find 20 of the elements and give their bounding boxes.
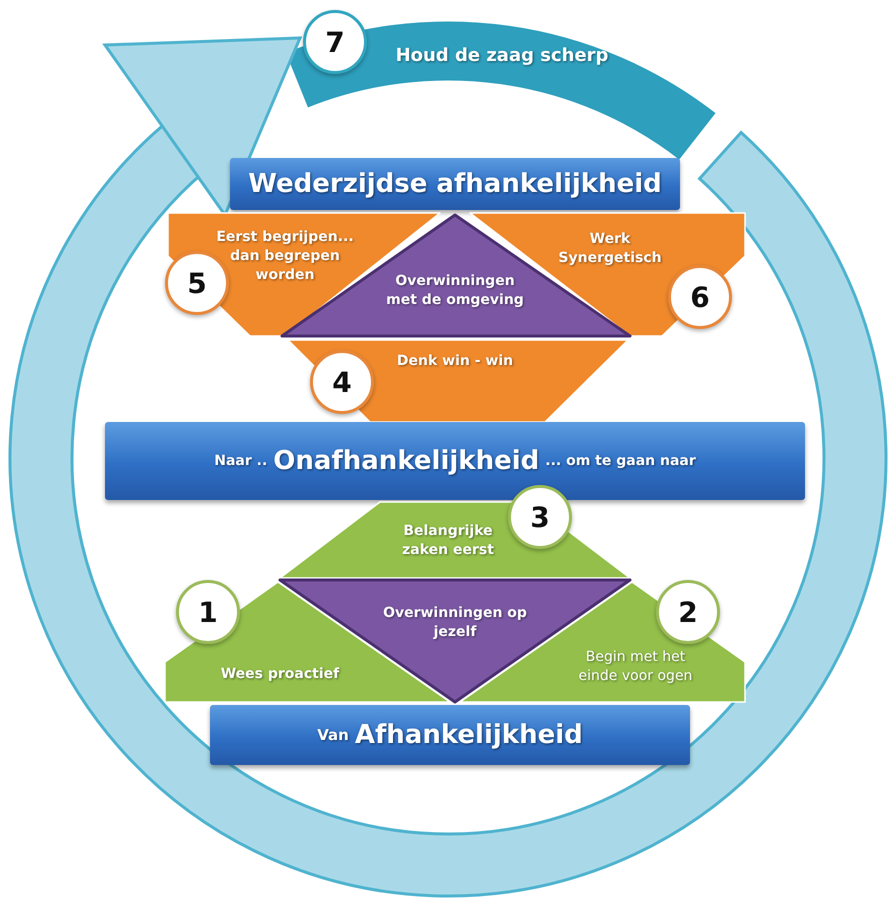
cycle-label: Houd de zaag scherp xyxy=(394,44,610,68)
level-banner xyxy=(230,158,680,210)
habit-label: Begin met het einde voor ogen xyxy=(578,648,694,686)
number-badge: 1 xyxy=(176,580,240,644)
banner-title: ... om te gaan naar xyxy=(545,453,696,469)
banner-title: Afhankelijkheid xyxy=(354,720,583,750)
banner-title: Onafhankelijkheid xyxy=(273,446,540,476)
habit-label: Belangrijke zaken eerst xyxy=(401,522,495,560)
habit-label: Overwinningen met de omgeving xyxy=(385,272,525,310)
level-banner xyxy=(105,422,805,500)
habit-label: Wees proactief xyxy=(220,665,340,684)
banner-title: Wederzijdse afhankelijkheid xyxy=(248,169,662,199)
banner-title: Van xyxy=(317,726,349,744)
banner-title: Naar .. xyxy=(214,453,268,469)
habit-label: Werk Synergetisch xyxy=(557,230,663,268)
level-banner xyxy=(210,705,690,765)
number-badge: 2 xyxy=(656,580,720,644)
number-badge: 7 xyxy=(303,10,367,74)
habit-label: Overwinningen op jezelf xyxy=(382,604,528,642)
habit-label: Denk win - win xyxy=(396,352,514,371)
